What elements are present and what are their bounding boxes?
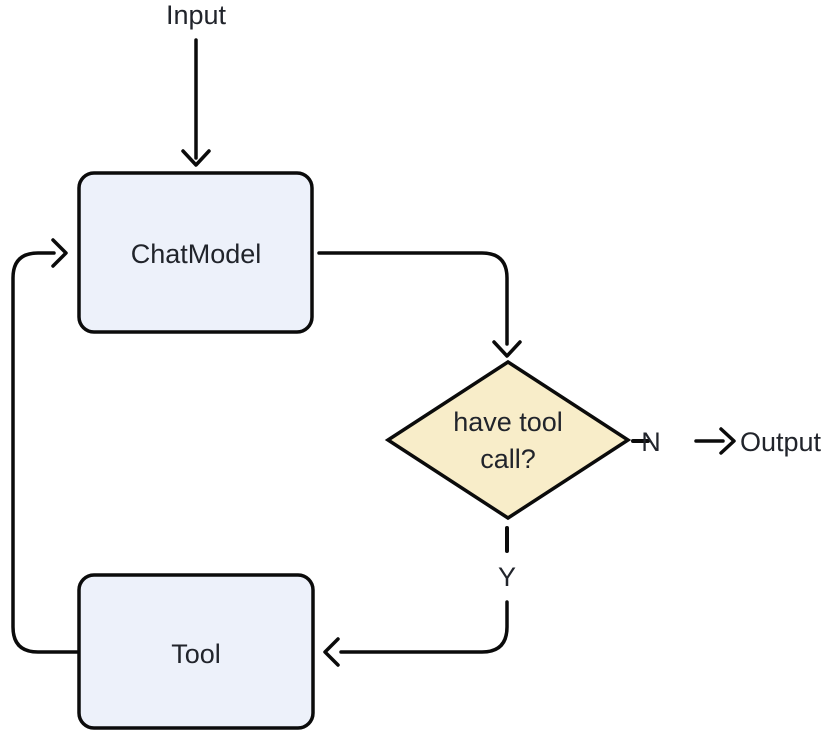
decision-label-line2: call? <box>480 444 536 474</box>
edge-yes-label: Y <box>498 562 516 592</box>
chatmodel-label: ChatModel <box>131 239 262 269</box>
edges-layer <box>11 38 736 667</box>
edge-decision-to-tool <box>323 526 509 667</box>
chatmodel-node <box>77 171 314 334</box>
edge-tool-to-chatmodel <box>11 238 79 654</box>
edge-line <box>11 251 79 654</box>
arrowhead-right-icon <box>719 427 736 455</box>
arrowhead-down-icon <box>181 149 211 167</box>
nodes-layer <box>77 171 632 730</box>
edge-no-label: N <box>641 427 661 457</box>
labels-layer: Input ChatModel have tool call? N Y Outp… <box>131 0 822 669</box>
decision-label-line1: have tool <box>453 407 563 437</box>
arrowhead-right-icon <box>51 238 68 268</box>
arrowhead-down-icon <box>492 340 522 358</box>
output-label: Output <box>740 427 822 457</box>
edge-chatmodel-to-decision <box>317 251 522 358</box>
edge-decision-to-output <box>631 427 736 455</box>
input-label: Input <box>166 0 227 30</box>
tool-node <box>77 573 315 730</box>
tool-label: Tool <box>171 639 221 669</box>
edge-line <box>339 600 509 654</box>
decision-node <box>384 359 632 521</box>
edge-input-to-chatmodel <box>181 38 211 167</box>
arrowhead-left-icon <box>323 637 340 667</box>
edge-line <box>317 251 509 346</box>
